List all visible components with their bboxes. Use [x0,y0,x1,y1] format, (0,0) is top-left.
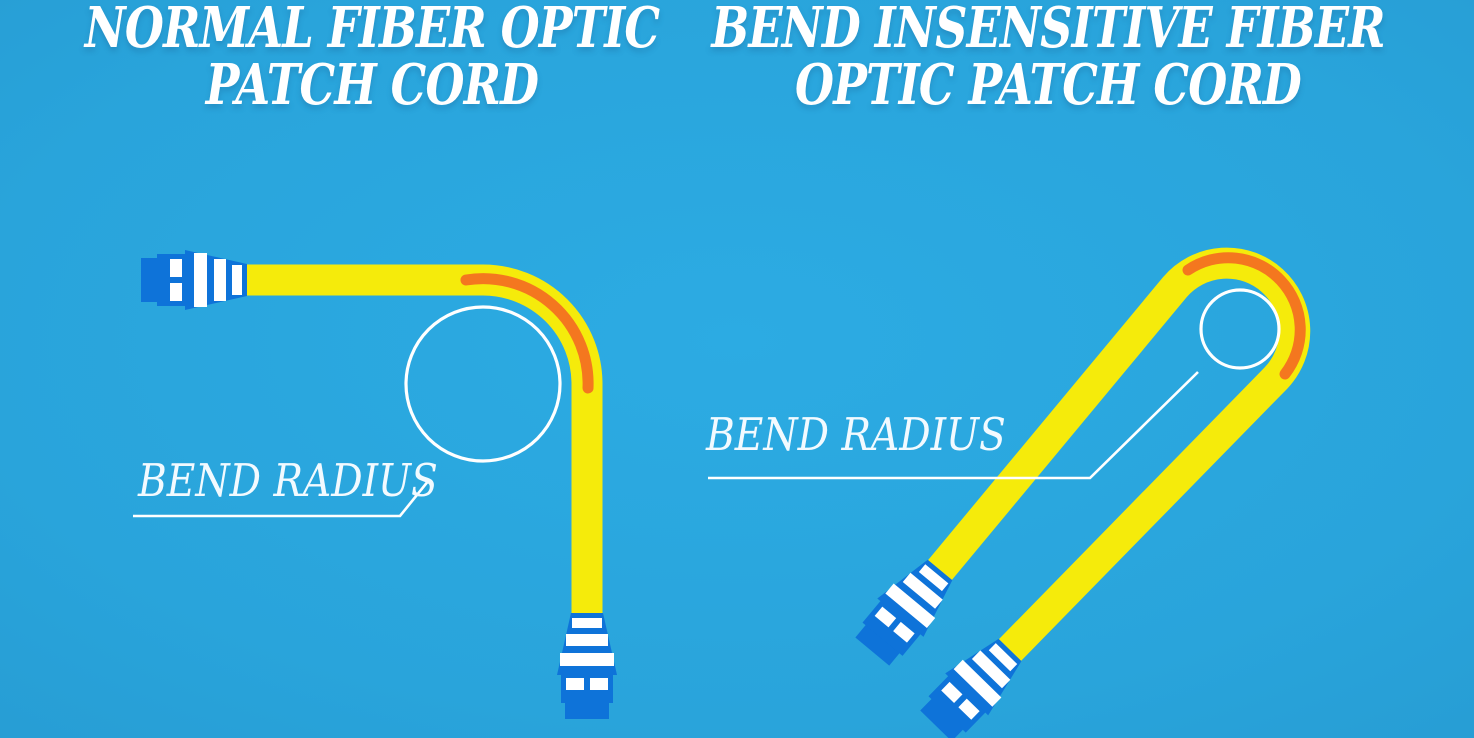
bend-radius-label-right: BEND RADIUS [706,408,1006,461]
bend-radius-circle-left [404,305,562,463]
right-title-line2: OPTIC PATCH CORD [795,52,1302,118]
left-title-line1: NORMAL FIBER OPTIC [84,0,660,61]
right-title-line1: BEND INSENSITIVE FIBER [711,0,1385,61]
bend-insensitive-patch-cord-figure [708,247,1311,738]
bend-radius-circle-right [1199,288,1281,370]
connector-left-vertical [557,613,617,719]
left-panel-title: NORMAL FIBER OPTIC PATCH CORD [85,0,660,114]
bend-stress-highlight-right [1182,252,1306,380]
connector-left-horizontal [141,250,247,310]
bend-radius-leader-right [708,371,1199,480]
right-panel-title: BEND INSENSITIVE FIBER OPTIC PATCH CORD [711,0,1385,118]
bend-stress-highlight-left [460,273,594,394]
normal-patch-cord-figure [133,250,617,719]
bend-radius-label-left: BEND RADIUS [138,454,438,507]
left-title-line2: PATCH CORD [205,52,539,118]
bend-radius-leader-left [133,479,431,518]
